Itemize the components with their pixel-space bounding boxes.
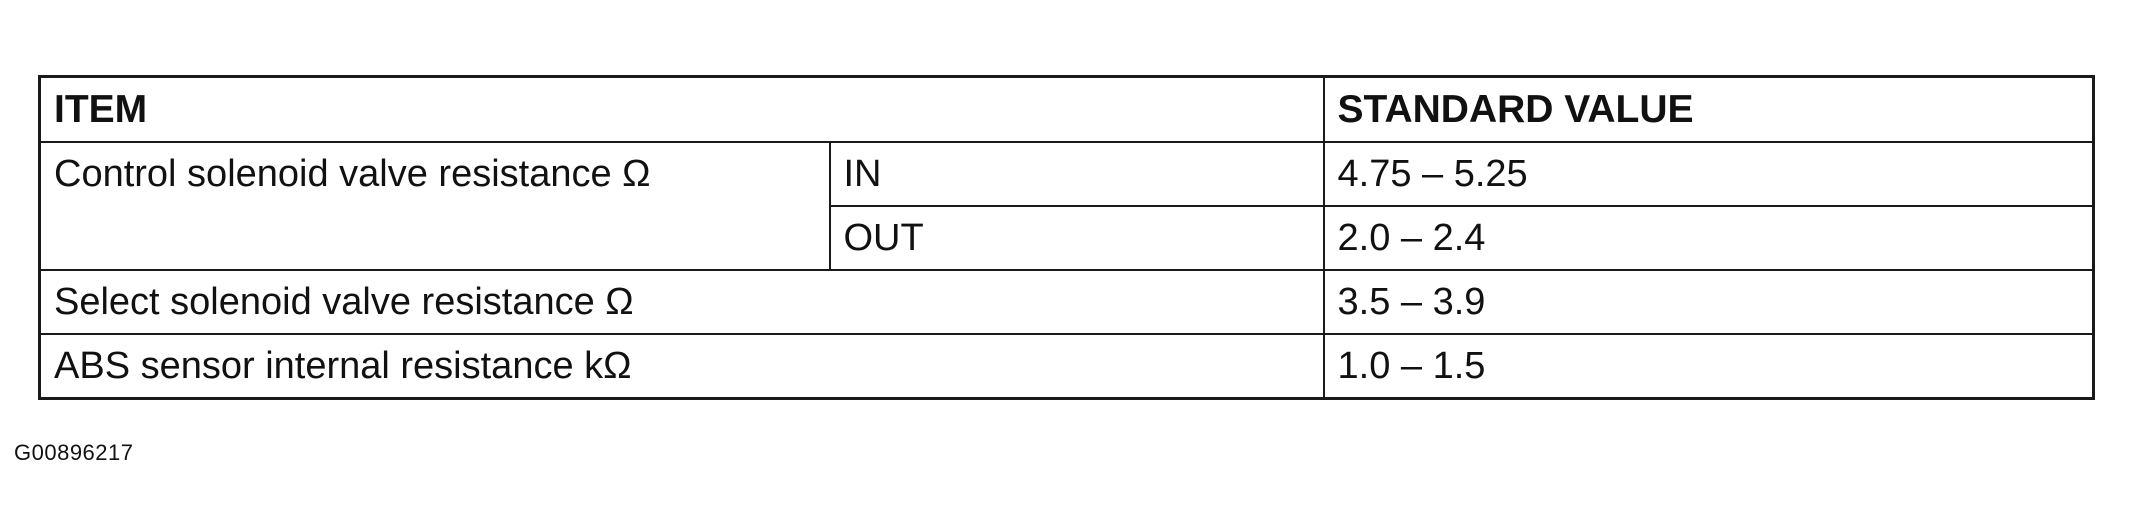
header-standard-value: STANDARD VALUE xyxy=(1322,75,2095,143)
value-cell: 2.0 – 2.4 xyxy=(1322,205,2095,271)
item-cell: ABS sensor internal resistance kΩ xyxy=(38,333,1325,400)
header-item: ITEM xyxy=(38,75,1325,143)
figure-code: G00896217 xyxy=(14,440,134,465)
table-row: Select solenoid valve resistance Ω 3.5 –… xyxy=(38,269,2095,335)
specification-table: ITEM STANDARD VALUE Control solenoid val… xyxy=(38,75,2095,400)
item-cell: Control solenoid valve resistance Ω xyxy=(38,141,831,271)
item-cell: Select solenoid valve resistance Ω xyxy=(38,269,1325,335)
table-row: Control solenoid valve resistance Ω IN 4… xyxy=(38,141,2095,271)
table-row: ABS sensor internal resistance kΩ 1.0 – … xyxy=(38,333,2095,400)
sub-item-cell: IN xyxy=(828,141,1325,207)
table-header-row: ITEM STANDARD VALUE xyxy=(38,75,2095,143)
value-cell: 4.75 – 5.25 xyxy=(1322,141,2095,207)
sub-item-cell: OUT xyxy=(828,205,1325,271)
value-cell: 1.0 – 1.5 xyxy=(1322,333,2095,400)
table-row: OUT 2.0 – 2.4 xyxy=(40,205,2095,271)
value-cell: 3.5 – 3.9 xyxy=(1322,269,2095,335)
